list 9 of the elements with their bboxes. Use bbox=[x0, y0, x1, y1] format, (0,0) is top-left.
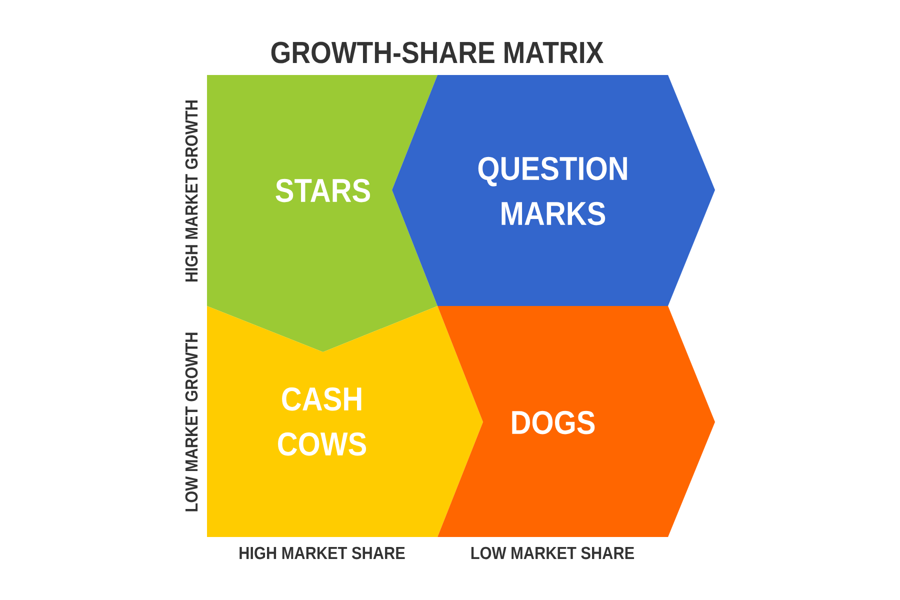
chevron-panel: DOGS bbox=[438, 306, 715, 537]
quadrant-panel: CASH COWS bbox=[207, 306, 483, 537]
axis-label: HIGH MARKET GROWTH bbox=[185, 100, 198, 282]
axis-label: HIGH MARKET SHARE bbox=[240, 546, 405, 560]
quadrant-panel: STARS bbox=[207, 75, 438, 352]
title: GROWTH-SHARE MATRIX bbox=[271, 42, 604, 64]
axis-label: LOW MARKET SHARE bbox=[471, 546, 634, 560]
hexagon-panel: QUESTION MARKS bbox=[392, 75, 715, 306]
axis-label: LOW MARKET GROWTH bbox=[185, 332, 198, 512]
